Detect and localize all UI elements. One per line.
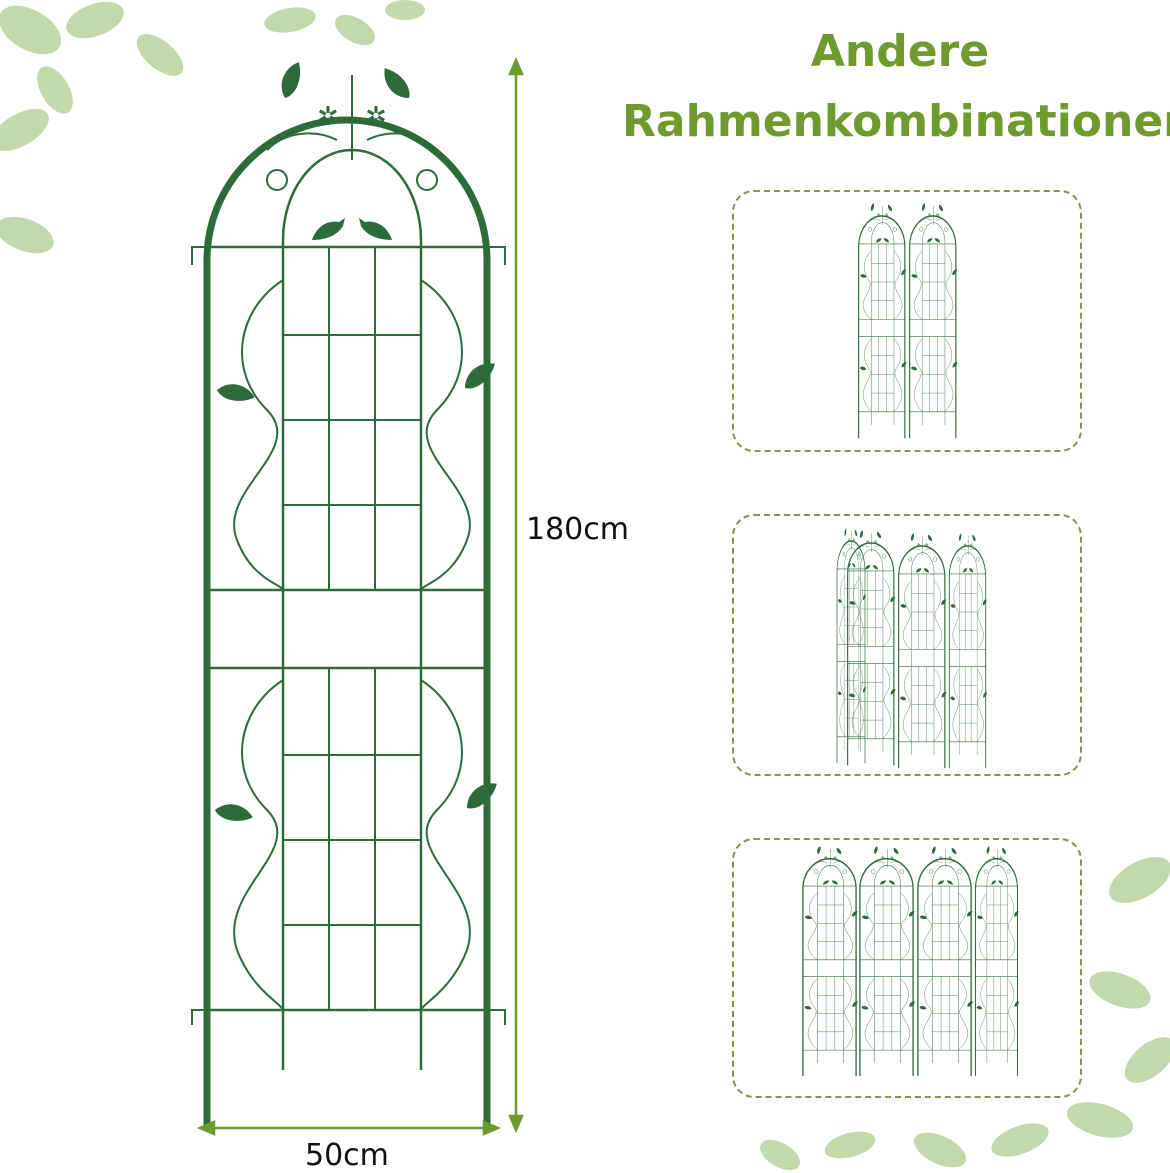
foliage-top-left <box>0 0 425 254</box>
heading-line-2: Rahmenkombinationen <box>622 96 1170 147</box>
combination-box-2 <box>732 514 1082 776</box>
width-label: 50cm <box>305 1138 389 1173</box>
combination-box-1 <box>732 190 1082 452</box>
height-label: 180cm <box>526 512 629 547</box>
foliage-bottom-right <box>760 856 1170 1170</box>
heading-line-1: Andere <box>810 26 990 77</box>
main-trellis <box>207 59 502 1130</box>
width-dimension-arrow <box>196 1120 502 1136</box>
height-dimension-arrow <box>508 56 524 1134</box>
combination-box-3 <box>732 838 1082 1098</box>
side-hooks <box>191 246 506 1025</box>
